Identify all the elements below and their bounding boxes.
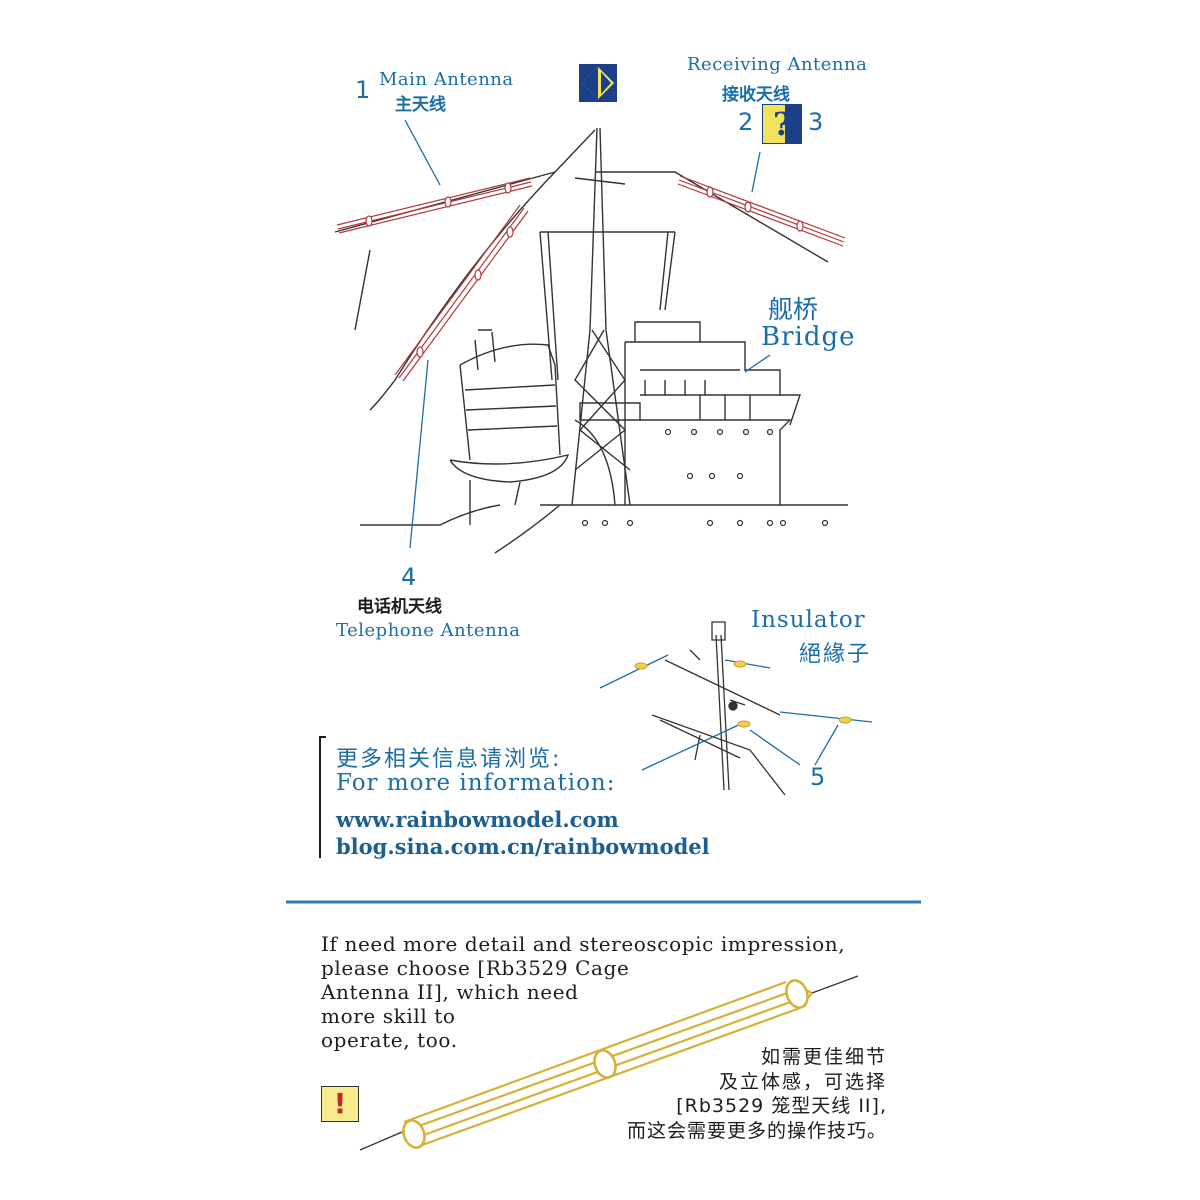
telephone-antenna-label-cn: 电话机天线 <box>357 597 442 617</box>
leader-lines <box>404 119 771 549</box>
question-mark-glyph: ? <box>773 105 792 143</box>
detail-wire-right <box>779 711 873 723</box>
yard-arm <box>574 177 626 185</box>
mast-top-right <box>599 127 607 331</box>
ship-lines <box>334 127 848 554</box>
insulator-detail <box>651 621 786 796</box>
detail-lamp <box>728 701 738 711</box>
receiving-antenna-label-cn: 接收天线 <box>722 85 790 105</box>
cage-wire-left <box>359 1131 403 1151</box>
detail-mast-cap <box>711 621 726 641</box>
telephone-antenna-number: 4 <box>401 563 417 591</box>
detail-wire-mid <box>724 659 771 669</box>
forward-deck <box>360 504 501 526</box>
info-heading-cn: 更多相关信息请浏览: <box>336 747 562 772</box>
cage-antenna-note-cn: 如需更佳细节 及立体感，可选择 [Rb3529 笼型天线 II], 而这会需要更… <box>560 1045 887 1143</box>
detail-yard <box>664 659 781 716</box>
insulator-number: 5 <box>810 763 826 791</box>
receiving-antenna-number-a: 2 <box>738 108 754 136</box>
detail-mast-b <box>720 634 730 791</box>
detail-platform <box>651 714 786 796</box>
website-link[interactable]: www.rainbowmodel.com <box>336 807 619 832</box>
insulator-wires <box>599 654 873 771</box>
diamond-arrows-icon <box>579 64 617 102</box>
funnel-outline <box>459 343 561 461</box>
leader-receiving-antenna <box>751 151 761 193</box>
exclamation-glyph: ! <box>333 1087 347 1120</box>
funnel-supports <box>469 480 521 525</box>
cage-antenna-illustration <box>359 975 859 1151</box>
antenna-insulators <box>365 182 804 358</box>
note-cn-line: 如需更佳细节 <box>760 1046 887 1068</box>
bridge-columns <box>699 395 751 420</box>
blog-link[interactable]: blog.sina.com.cn/rainbowmodel <box>336 834 710 859</box>
bridge-lower <box>640 419 792 505</box>
stay-upper <box>554 129 596 173</box>
question-mark-icon: ? <box>762 104 802 144</box>
note-cn-line: [Rb3529 笼型天线 II], <box>676 1095 887 1117</box>
receiving-antenna-label-en: Receiving Antenna <box>687 54 868 75</box>
exclamation-icon: ! <box>321 1086 359 1122</box>
detail-mast <box>715 634 725 791</box>
portholes <box>581 428 829 527</box>
note-en-line: please choose [Rb3529 Cage <box>321 956 630 980</box>
receiving-antenna-wire <box>677 175 846 247</box>
deck-curve <box>494 504 561 554</box>
leader-telephone-antenna <box>409 359 429 549</box>
insulator-label-en: Insulator <box>751 607 866 633</box>
bridge-decks <box>640 369 780 396</box>
note-cn-line: 及立体感，可选择 <box>718 1070 887 1093</box>
detail-insulators <box>634 660 852 728</box>
mast-lattice <box>574 329 631 471</box>
left-stay-short <box>354 249 371 331</box>
funnel-cap <box>474 329 496 371</box>
leader-bridge <box>744 354 771 373</box>
bridge-tower <box>624 321 701 505</box>
leader-main-antenna <box>404 119 441 186</box>
bridge-upper <box>700 341 801 426</box>
note-en-line: operate, too. <box>321 1028 458 1052</box>
detail-wire-low <box>641 721 746 771</box>
cage-rings <box>402 979 809 1149</box>
main-antenna-label-en: Main Antenna <box>379 69 514 90</box>
bridge-label-cn: 舰桥 <box>768 295 819 324</box>
cage-antenna-note-en: If need more detail and stereoscopic imp… <box>321 932 881 1052</box>
leader-insulator-b <box>749 729 801 766</box>
telephone-antenna-label-en: Telephone Antenna <box>336 620 521 641</box>
note-en-line: more skill to <box>321 1004 456 1028</box>
note-en-line: If need more detail and stereoscopic imp… <box>321 932 846 956</box>
detail-wire-left <box>599 654 669 689</box>
detail-fittings <box>689 649 746 706</box>
funnel-base <box>449 454 570 483</box>
leader-insulator <box>814 724 839 766</box>
main-antenna-number: 1 <box>355 76 371 104</box>
cage-wire-right <box>811 975 859 994</box>
info-bracket <box>319 736 326 858</box>
insulator-label-cn: 絕緣子 <box>799 642 872 667</box>
receiving-antenna-number-b: 3 <box>808 108 824 136</box>
main-antenna-label-cn: 主天线 <box>395 95 446 115</box>
note-cn-line: 而这会需要更多的操作技巧。 <box>626 1119 887 1142</box>
bridge-platform <box>579 402 641 421</box>
funnel-bands <box>464 384 558 431</box>
side-rigging <box>539 231 676 381</box>
info-heading-en: For more information: <box>336 770 616 796</box>
note-en-line: Antenna II], which need <box>321 980 579 1004</box>
mast-top-left <box>589 127 598 331</box>
main-stay-right <box>595 171 829 263</box>
boat-crane <box>574 419 616 506</box>
bridge-label-en: Bridge <box>761 322 856 352</box>
bridge-windows <box>644 380 706 395</box>
